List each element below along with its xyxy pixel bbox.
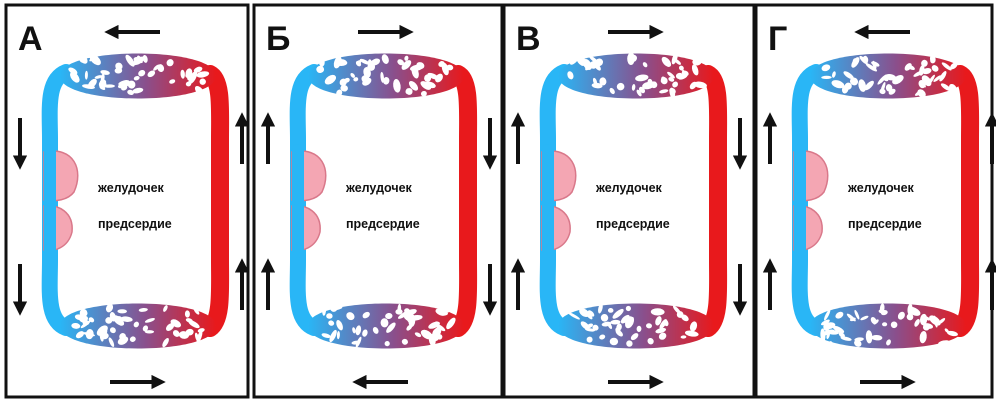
- ventricle-label: желудочек: [97, 181, 165, 195]
- arterial-vessel: [960, 74, 970, 328]
- capillary-bed-top: [308, 53, 464, 98]
- panel-letter: Г: [768, 20, 787, 58]
- arterial-vessel: [458, 74, 468, 328]
- panel-g: Гжелудочек предсердие: [756, 5, 992, 397]
- ventricle-label: желудочек: [595, 181, 663, 195]
- arterial-vessel: [210, 74, 220, 328]
- ventricle-label: желудочек: [345, 181, 413, 195]
- capillary-gap: [145, 330, 154, 333]
- capillary-gap: [445, 304, 451, 313]
- atrium-label: предсердие: [346, 217, 420, 231]
- capillary-bed-bottom: [308, 302, 464, 349]
- capillary-bed-bottom: [558, 303, 714, 349]
- panel-a: Ажелудочек предсердие: [6, 5, 248, 397]
- capillary-bed-top: [810, 54, 966, 100]
- atrium-label: предсердие: [596, 217, 670, 231]
- arterial-vessel: [708, 74, 718, 328]
- ventricle-label: желудочек: [847, 181, 915, 195]
- capillary-gap: [882, 322, 887, 326]
- capillary-bed-bottom: [810, 303, 966, 348]
- atrium-label: предсердие: [98, 217, 172, 231]
- capillary-bed-bottom: [60, 303, 216, 349]
- atrium-label: предсердие: [848, 217, 922, 231]
- panel-letter: Б: [266, 20, 290, 58]
- panel-letter: А: [18, 20, 43, 58]
- panel-letter: В: [516, 20, 541, 58]
